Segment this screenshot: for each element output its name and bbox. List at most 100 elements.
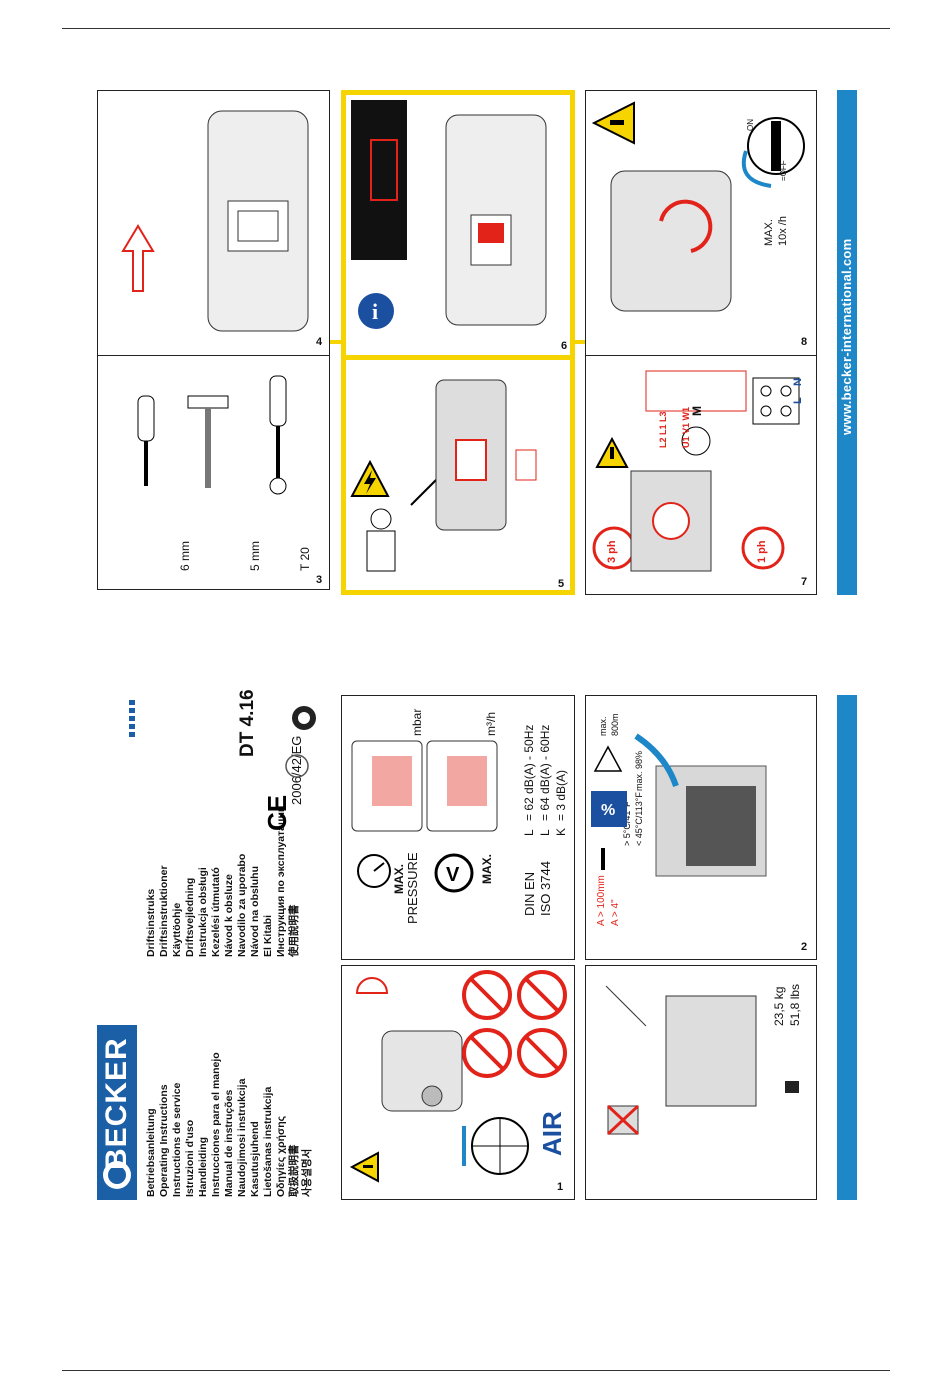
panel-3: 6 mm 5 mm T 20 3 [97, 355, 330, 590]
panel-number: 7 [801, 576, 808, 588]
website-url[interactable]: www.becker-international.com [839, 238, 854, 435]
svg-text:V: V [446, 864, 460, 886]
volume-unit: m³/h [484, 712, 498, 736]
panel-5: 5 [341, 355, 575, 595]
panel-number: 8 [801, 336, 808, 348]
nameplate-volume [426, 740, 498, 832]
languages-left: Betriebsanleitung Operating Instructions… [145, 1052, 313, 1197]
svg-text:CE: CE [262, 795, 292, 831]
installation-sketch [634, 733, 767, 877]
pump-rating-sketch [445, 114, 547, 326]
svg-text:%: % [601, 802, 615, 819]
model-name: DT 4.16 [237, 689, 258, 757]
pressure-panel: MAX. PRESSURE V MAX. DIN EN ISO 3744 = 6… [341, 695, 575, 960]
single-phase-terminals [752, 377, 800, 425]
nameplate-rating [351, 100, 407, 260]
panel-number: 1 [557, 1181, 564, 1193]
panel-1: AIR 1 [341, 965, 575, 1200]
nameplate-pressure [351, 740, 423, 832]
hex-key-icon [187, 395, 229, 488]
panel-6: i 6 [341, 90, 575, 355]
title-panel: BECKER Betriebsanleitung Operating Instr… [97, 689, 337, 1200]
switch-off-label: =OFF [779, 160, 788, 181]
humidity-icon: % [591, 791, 627, 827]
becker-logo-graphic [97, 1025, 137, 1200]
noise-50hz: = 62 dB(A) - 50Hz [522, 724, 536, 821]
altitude-line-1: max. [598, 716, 608, 736]
weight-lbs: 51,8 lbs [788, 983, 802, 1026]
panel-number: 3 [316, 574, 323, 586]
panel-7: 3 ph 1 ph L2 L1 L3 U1 V1 W1 M L N 7 [585, 355, 817, 595]
single-phase-label: 1 ph [756, 540, 768, 563]
prohibition-signs-icon [462, 970, 567, 1078]
volume-flow-icon: V [434, 853, 474, 893]
pump-rotation-sketch [610, 170, 732, 312]
motor-label: M [690, 406, 704, 416]
din-line-2: ISO 3744 [538, 861, 553, 916]
electrical-hazard-icon [350, 459, 390, 497]
dotted-accent [129, 700, 135, 740]
max-pressure-1: MAX. [392, 864, 406, 894]
max-starts-1: MAX. [763, 219, 775, 246]
noise-lpa-label-2: L [538, 829, 552, 836]
max-pressure-2: PRESSURE [405, 852, 420, 924]
weight-icon [785, 1081, 799, 1093]
pressure-gauge-icon [357, 854, 391, 888]
noise-lpa-label-1: L [522, 829, 536, 836]
altitude-icon [593, 745, 623, 772]
panel-8: ON =OFF MAX. 10x /h 8 [585, 90, 817, 355]
website-bar-top: www.becker-international.com [837, 90, 857, 595]
noise-kpa-label: K [554, 827, 568, 836]
brand-name: BECKER [100, 1037, 133, 1170]
max-starts-2: 10x /h [777, 216, 789, 246]
noise-k: = 3 dB(A) [554, 769, 568, 821]
air-label: AIR [537, 1111, 567, 1156]
panel-1-transport: 23,5 kg 51,8 lbs [585, 965, 817, 1200]
certification-icon [292, 706, 316, 730]
tool-size-t20: T 20 [298, 547, 312, 571]
warning-triangle-icon [349, 1151, 379, 1183]
thermometer-icon [601, 848, 605, 870]
remove-cap-arrow-icon [121, 224, 155, 292]
pump-sketch-1 [381, 1030, 463, 1112]
website-bar-bottom [837, 695, 857, 1200]
clearance-in: A > 4" [610, 899, 621, 926]
fan-airflow-icon [462, 1117, 529, 1175]
bottom-rule [62, 1370, 890, 1371]
panel-number: 6 [561, 340, 568, 352]
terminals-top: L2 L1 L3 [658, 411, 668, 448]
max-volume: MAX. [480, 854, 494, 884]
din-line-1: DIN EN [522, 871, 537, 916]
technician-icon [366, 508, 396, 572]
label-n: N [792, 378, 804, 386]
pressure-unit: mbar [410, 708, 424, 736]
ce-mark: CE [262, 795, 292, 831]
wiring-diagram [645, 370, 747, 456]
panel-2: A > 100mm A > 4" > 5°C/41°F < 45°C/113°F… [585, 695, 817, 960]
terminal-box-sketch [630, 470, 712, 572]
noise-60hz: = 64 dB(A) - 60Hz [538, 724, 552, 821]
umbrella-icon [355, 977, 389, 994]
panel-number: 2 [801, 941, 808, 953]
recycle-icon [285, 754, 309, 778]
warning-triangle-icon [591, 101, 635, 145]
panel-4: 4 [97, 90, 330, 355]
transport-sketch [605, 985, 757, 1136]
altitude-line-2: 800m [610, 713, 620, 736]
three-phase-label: 3 ph [606, 540, 618, 563]
svg-text:i: i [372, 299, 378, 324]
power-switch-icon [741, 117, 805, 188]
top-rule [62, 28, 890, 29]
warning-triangle-icon [595, 436, 629, 468]
torx-driver-icon [269, 375, 287, 495]
screwdriver-icon [137, 395, 155, 486]
label-l: L [792, 397, 804, 404]
tool-size-5mm: 5 mm [248, 541, 262, 571]
clearance-mm: A > 100mm [596, 875, 607, 926]
weight-kg: 23,5 kg [772, 986, 786, 1026]
info-icon: i [358, 293, 394, 329]
switch-on-label: ON [746, 119, 755, 131]
panel-number: 5 [558, 578, 565, 590]
single-phase-badge [741, 526, 785, 570]
pump-top-view [207, 110, 309, 332]
